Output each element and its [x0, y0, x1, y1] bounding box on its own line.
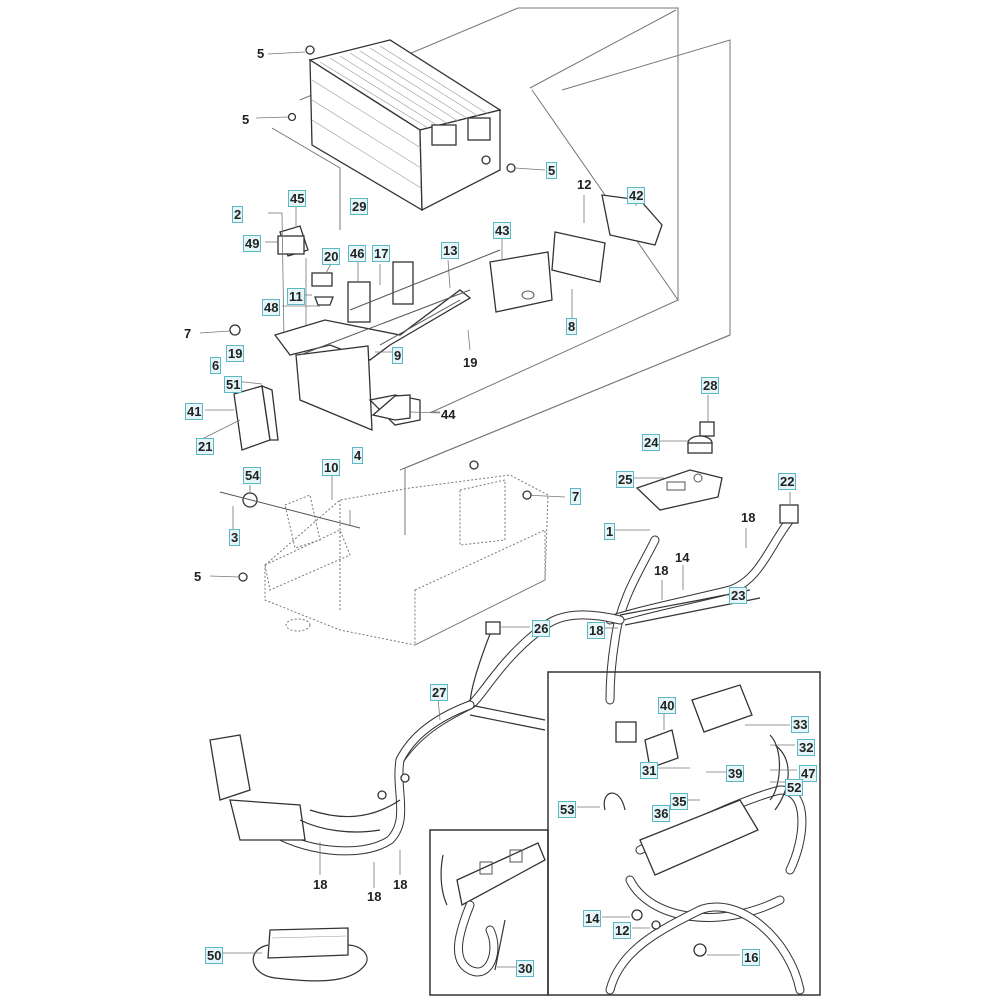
callout-part-1[interactable]: 1: [604, 523, 616, 540]
callout-part-19[interactable]: 19: [226, 345, 245, 362]
callout-part-35[interactable]: 35: [670, 793, 689, 810]
callout-part-26[interactable]: 26: [532, 620, 551, 637]
callout-part-54[interactable]: 54: [243, 467, 262, 484]
callout-part-23[interactable]: 23: [729, 587, 748, 604]
control-board-30: [440, 842, 546, 977]
relay-49: [265, 205, 309, 341]
callout-part-6[interactable]: 6: [210, 357, 222, 374]
callout-part-12[interactable]: 12: [577, 177, 592, 192]
callout-part-12[interactable]: 12: [613, 922, 632, 939]
callout-part-41[interactable]: 41: [185, 403, 204, 420]
callout-part-17[interactable]: 17: [372, 245, 391, 262]
callout-part-7[interactable]: 7: [570, 488, 582, 505]
callout-part-3[interactable]: 3: [229, 529, 241, 546]
grommet-54: [219, 470, 361, 530]
callout-part-18[interactable]: 18: [367, 889, 382, 904]
callout-part-18[interactable]: 18: [393, 877, 408, 892]
callout-part-44[interactable]: 44: [441, 407, 456, 422]
callout-part-4[interactable]: 4: [352, 447, 364, 464]
dash-panel-25: [614, 469, 723, 531]
callout-part-24[interactable]: 24: [642, 434, 661, 451]
callout-part-5[interactable]: 5: [257, 46, 265, 61]
callout-part-9[interactable]: 9: [392, 347, 404, 364]
callout-part-50[interactable]: 50: [205, 947, 224, 964]
bracket-44: [371, 394, 441, 421]
callout-part-30[interactable]: 30: [516, 960, 535, 977]
callout-part-14[interactable]: 14: [583, 910, 602, 927]
inset-detail-frames: [429, 671, 821, 996]
callout-part-29[interactable]: 29: [350, 198, 369, 215]
callout-part-21[interactable]: 21: [196, 438, 215, 455]
callout-part-51[interactable]: 51: [224, 376, 243, 393]
callout-part-11[interactable]: 11: [287, 288, 305, 305]
callout-part-18[interactable]: 18: [741, 510, 756, 525]
callout-part-39[interactable]: 39: [726, 765, 745, 782]
callout-part-31[interactable]: 31: [640, 762, 659, 779]
chassis-frame: [264, 460, 566, 646]
callout-part-14[interactable]: 14: [675, 550, 690, 565]
callout-part-27[interactable]: 27: [430, 684, 449, 701]
callout-part-8[interactable]: 8: [566, 318, 578, 335]
callout-part-5[interactable]: 5: [194, 569, 202, 584]
callout-part-47[interactable]: 47: [799, 765, 818, 782]
callout-part-18[interactable]: 18: [313, 877, 328, 892]
callout-part-48[interactable]: 48: [262, 299, 281, 316]
callout-part-25[interactable]: 25: [616, 471, 635, 488]
callout-part-2[interactable]: 2: [232, 206, 244, 223]
callout-part-36[interactable]: 36: [652, 805, 671, 822]
callout-part-32[interactable]: 32: [797, 739, 816, 756]
callout-part-49[interactable]: 49: [243, 235, 262, 252]
callout-part-52[interactable]: 52: [785, 779, 804, 796]
harness-27: [209, 697, 475, 888]
callout-part-46[interactable]: 46: [348, 245, 367, 262]
charger-50: [222, 927, 368, 982]
screw-set-5: [209, 45, 546, 582]
callout-part-45[interactable]: 45: [288, 190, 307, 207]
controller-box-29: [308, 39, 502, 212]
callout-part-20[interactable]: 20: [322, 248, 341, 265]
callout-part-13[interactable]: 13: [441, 242, 460, 259]
harness-inset: [577, 684, 807, 995]
callout-part-7[interactable]: 7: [184, 326, 192, 341]
callout-part-5[interactable]: 5: [242, 112, 250, 127]
callout-part-10[interactable]: 10: [322, 459, 341, 476]
callout-part-43[interactable]: 43: [493, 222, 512, 239]
callout-part-40[interactable]: 40: [658, 697, 677, 714]
callout-part-33[interactable]: 33: [791, 716, 810, 733]
bracket-46: [282, 259, 451, 323]
ignition-switch-24: [657, 395, 715, 454]
callout-part-18[interactable]: 18: [654, 563, 669, 578]
display-panel-43: [489, 194, 663, 318]
callout-part-42[interactable]: 42: [627, 187, 646, 204]
callout-part-5[interactable]: 5: [546, 162, 558, 179]
callout-part-16[interactable]: 16: [742, 949, 761, 966]
callout-part-28[interactable]: 28: [701, 377, 720, 394]
callout-part-22[interactable]: 22: [778, 473, 797, 490]
module-41: [199, 379, 279, 451]
callout-part-18[interactable]: 18: [587, 622, 606, 639]
callout-part-53[interactable]: 53: [558, 801, 577, 818]
callout-part-19[interactable]: 19: [463, 355, 478, 370]
